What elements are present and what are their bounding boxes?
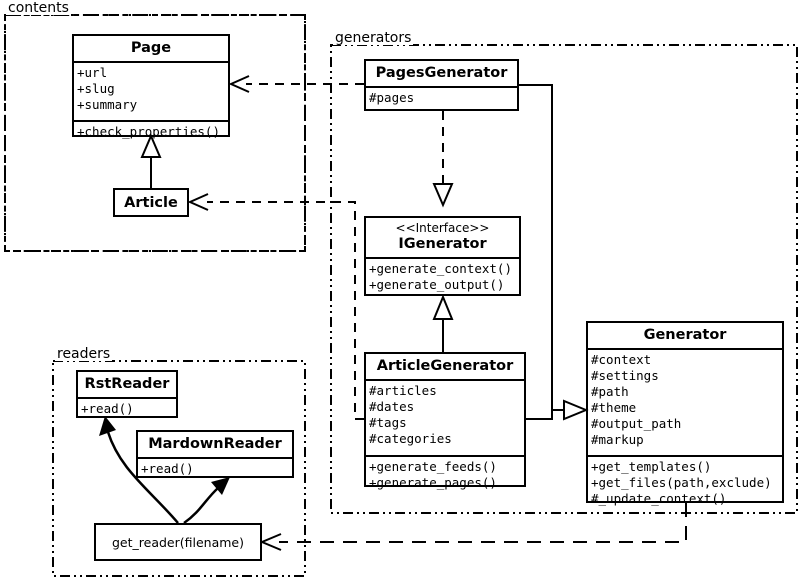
class-igenerator-methods: +generate_context() +generate_output(): [366, 257, 519, 296]
class-igenerator[interactable]: <<Interface>> IGenerator +generate_conte…: [364, 216, 521, 296]
attribute-row: #output_path: [591, 416, 682, 431]
class-article-generator-methods: +generate_feeds() +generate_pages(): [366, 455, 524, 494]
attribute-row: +summary: [77, 97, 138, 112]
attribute-row: #markup: [591, 432, 644, 447]
attribute-row: #pages: [369, 90, 415, 105]
class-article-generator-title: ArticleGenerator: [376, 358, 514, 374]
attribute-row: #tags: [369, 415, 407, 430]
class-generator-attributes: #context #settings #path #theme #output_…: [588, 348, 782, 455]
method-row: +read(): [141, 461, 194, 476]
class-rst-reader-methods: +read(): [78, 397, 176, 420]
attribute-row: #dates: [369, 399, 415, 414]
package-contents-label: contents: [6, 0, 71, 16]
class-pages-generator-attributes: #pages: [366, 86, 517, 109]
method-row: #_update_context(): [591, 491, 727, 506]
method-row: +read(): [81, 401, 134, 416]
class-pages-generator[interactable]: PagesGenerator #pages: [364, 59, 519, 111]
method-row: +get_files(path,exclude): [591, 475, 772, 490]
method-row: +get_templates(): [591, 459, 712, 474]
attribute-row: #context: [591, 352, 652, 367]
class-mardown-reader-title: MardownReader: [148, 436, 282, 452]
class-article-title: Article: [124, 194, 178, 211]
class-igenerator-title: IGenerator: [398, 236, 487, 252]
class-generator[interactable]: Generator #context #settings #path #them…: [586, 321, 784, 506]
class-page[interactable]: Page +url +slug +summary +check_properti…: [72, 34, 230, 139]
class-generator-title: Generator: [643, 327, 727, 343]
class-generator-methods: +get_templates() +get_files(path,exclude…: [588, 455, 782, 510]
method-row: +generate_context(): [369, 261, 512, 276]
package-readers-label: readers: [55, 346, 113, 362]
class-mardown-reader[interactable]: MardownReader +read(): [136, 430, 294, 478]
attribute-row: #categories: [369, 431, 452, 446]
method-row: +check_properties(): [77, 124, 220, 139]
class-mardown-reader-methods: +read(): [138, 457, 292, 480]
method-row: +generate_feeds(): [369, 459, 497, 474]
method-row: +generate_pages(): [369, 475, 497, 490]
class-article-generator-attributes: #articles #dates #tags #categories: [366, 379, 524, 455]
class-page-attributes: +url +slug +summary: [74, 61, 228, 120]
function-get-reader-label: get_reader(filename): [112, 534, 244, 550]
class-article[interactable]: Article: [113, 188, 189, 217]
class-page-methods: +check_properties(): [74, 120, 228, 143]
attribute-row: #theme: [591, 400, 637, 415]
class-rst-reader-title: RstReader: [84, 376, 170, 392]
package-generators-label: generators: [333, 30, 414, 46]
class-pages-generator-title: PagesGenerator: [375, 65, 508, 81]
attribute-row: +url: [77, 65, 108, 80]
attribute-row: #path: [591, 384, 629, 399]
attribute-row: #settings: [591, 368, 659, 383]
class-igenerator-stereotype: <<Interface>>: [395, 221, 490, 235]
class-page-title: Page: [130, 40, 172, 56]
method-row: +generate_output(): [369, 277, 505, 292]
attribute-row: +slug: [77, 81, 115, 96]
attribute-row: #articles: [369, 383, 437, 398]
class-article-generator[interactable]: ArticleGenerator #articles #dates #tags …: [364, 352, 526, 490]
class-rst-reader[interactable]: RstReader +read(): [76, 370, 178, 418]
function-get-reader[interactable]: get_reader(filename): [94, 523, 262, 561]
